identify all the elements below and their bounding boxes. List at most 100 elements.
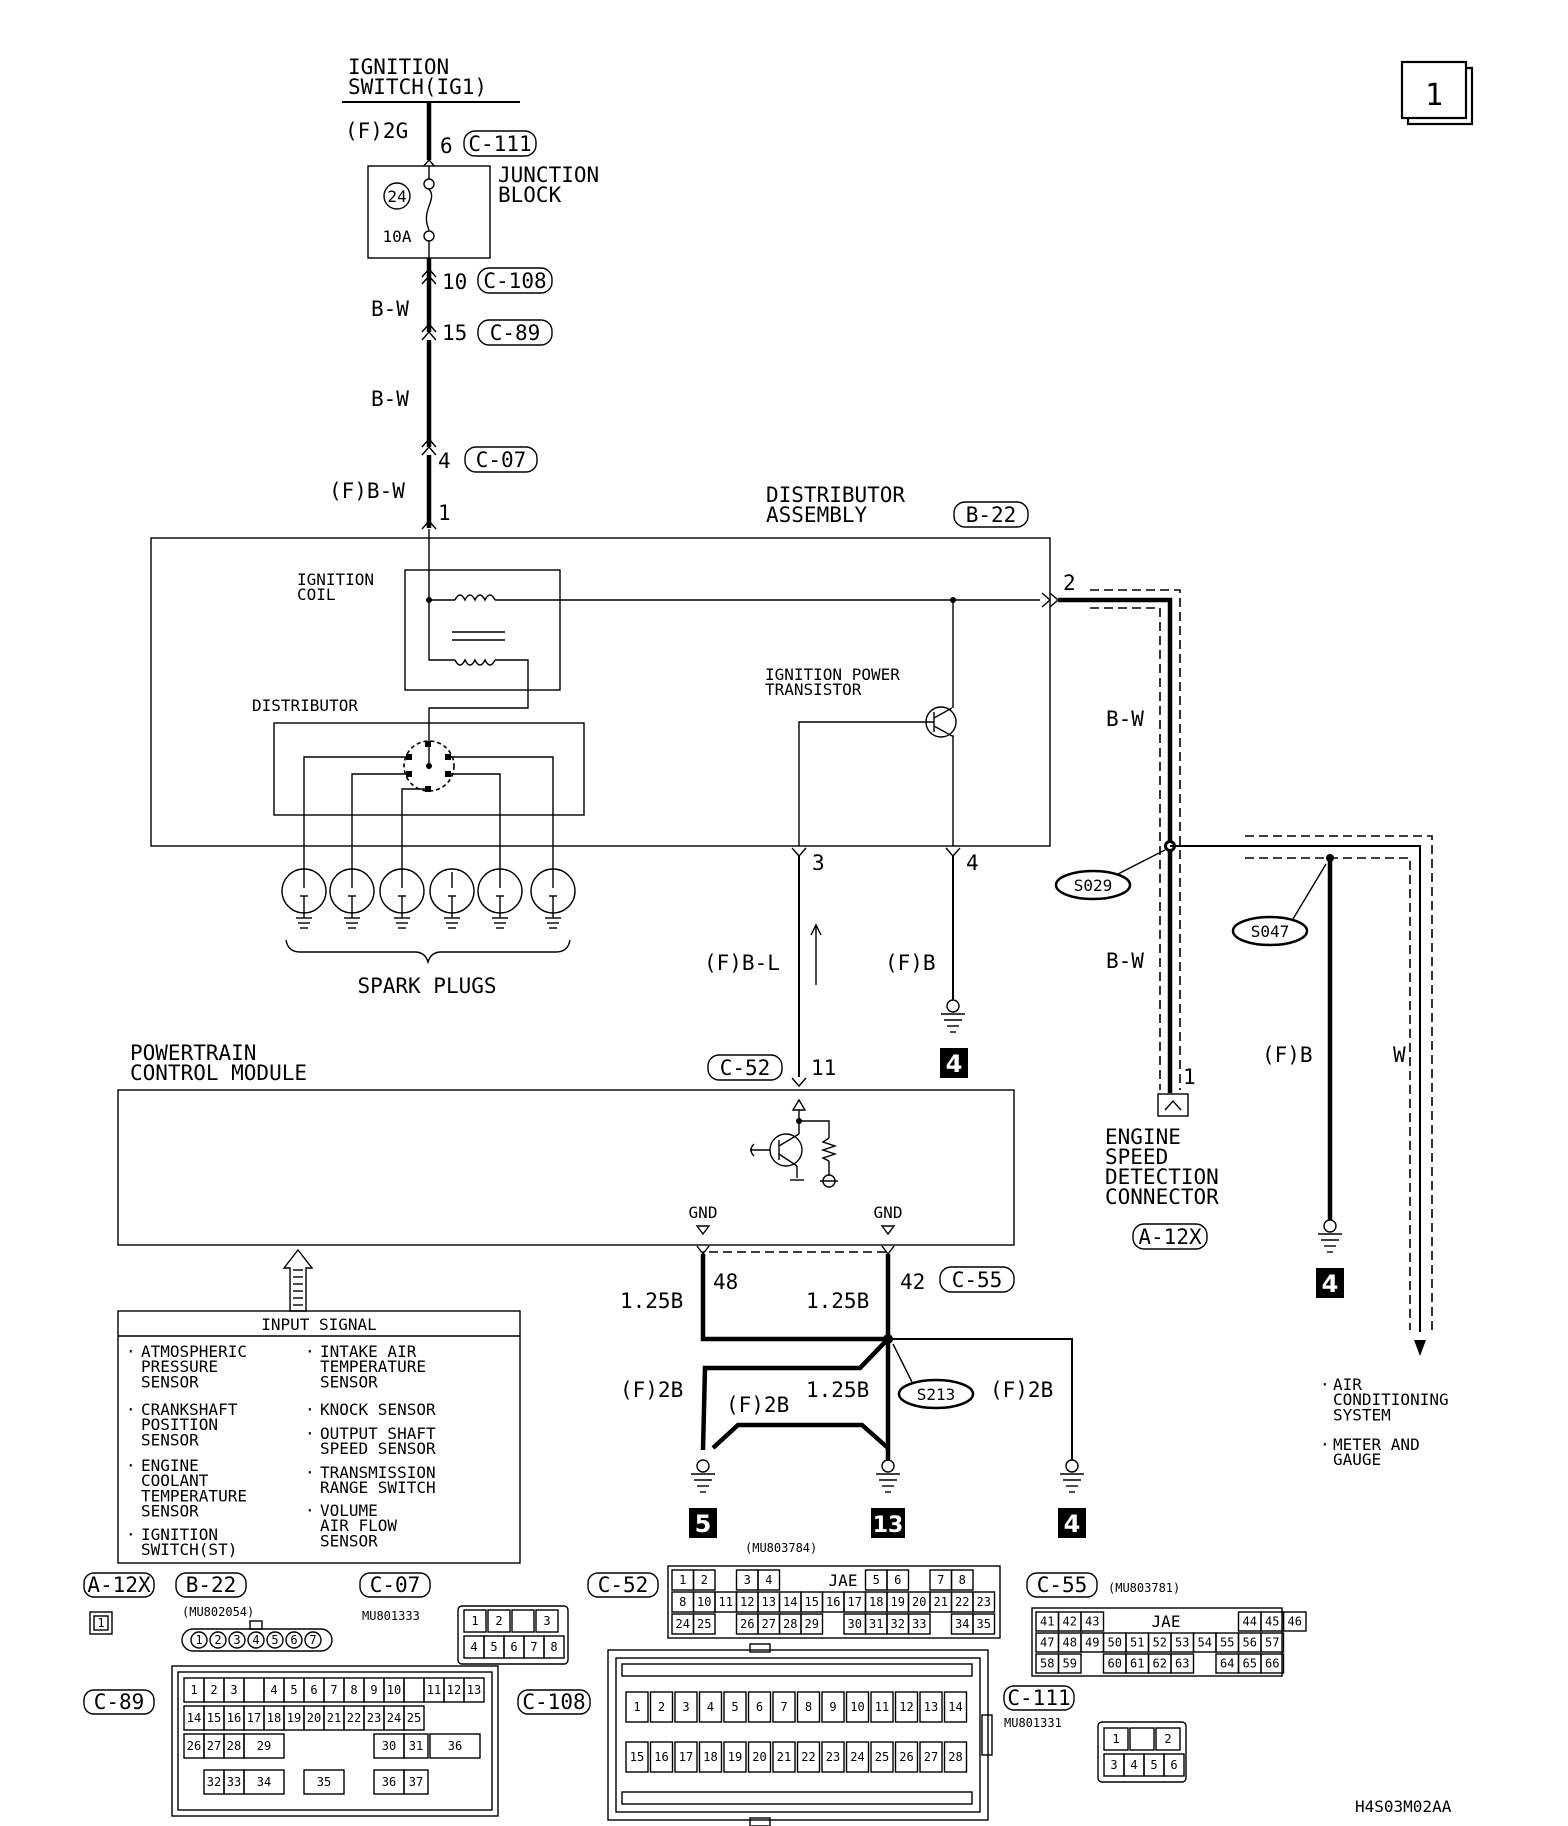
connector-pin: 12 — [443, 1677, 465, 1703]
svg-text:13: 13 — [924, 1700, 938, 1714]
connector-pin: 7 — [323, 1677, 345, 1703]
svg-text:35: 35 — [977, 1617, 991, 1631]
connector-pin: 35 — [303, 1769, 345, 1795]
spark-plug-4 — [429, 868, 475, 929]
wire-label-125b-48: 1.25B — [620, 1289, 683, 1313]
connector-pin: 2 — [1155, 1727, 1181, 1751]
connector-pin: 28 — [943, 1741, 968, 1773]
svg-text:3: 3 — [543, 1614, 550, 1628]
svg-text:21: 21 — [777, 1750, 791, 1764]
connector-pin: 34 — [243, 1769, 285, 1795]
connector-pin: 33 — [907, 1613, 931, 1635]
svg-text:4: 4 — [470, 1640, 477, 1654]
svg-text:32: 32 — [891, 1617, 905, 1631]
connector-pin: 10 — [845, 1691, 870, 1723]
svg-text:5: 5 — [271, 1633, 278, 1647]
svg-text:28: 28 — [783, 1617, 797, 1631]
svg-text:42: 42 — [1063, 1615, 1077, 1629]
connector-pin: 36 — [373, 1769, 405, 1795]
connector-pin: 26 — [894, 1741, 919, 1773]
connector-tag-c108: C-108 — [477, 267, 553, 294]
connector-pin: 18 — [864, 1591, 888, 1613]
connector-pin: 63 — [1170, 1653, 1195, 1674]
svg-text:2: 2 — [1164, 1732, 1171, 1746]
connector-pin: 48 — [1057, 1632, 1082, 1653]
pin-11: 11 — [811, 1056, 836, 1080]
svg-text:27: 27 — [207, 1739, 221, 1753]
svg-text:4: 4 — [1130, 1758, 1137, 1772]
svg-text:8: 8 — [805, 1700, 812, 1714]
connector-pin: 31 — [864, 1613, 888, 1635]
svg-text:S047: S047 — [1251, 922, 1290, 941]
connector-pin: 15 — [203, 1705, 225, 1731]
connector-pin: 6 — [1163, 1753, 1185, 1777]
ground-badge-4b: 4 — [1316, 1268, 1344, 1298]
svg-text:20: 20 — [912, 1595, 926, 1609]
wire-label-bw-out-1: B-W — [1106, 707, 1144, 731]
spark-plugs-brace — [285, 939, 571, 965]
svg-text:53: 53 — [1175, 1636, 1189, 1650]
svg-text:1: 1 — [679, 1573, 686, 1587]
wire-label-bw-1: B-W — [371, 297, 409, 321]
c52-maker: JAE — [829, 1571, 858, 1590]
svg-text:·: · — [305, 1424, 315, 1443]
connector-pin: 32 — [203, 1769, 225, 1795]
wire-label-f2b-mid: (F)2B — [726, 1393, 789, 1417]
connector-pin: 1 — [183, 1677, 205, 1703]
svg-text:34: 34 — [257, 1775, 271, 1789]
connector-pin: 57 — [1260, 1632, 1285, 1653]
svg-text:30: 30 — [848, 1617, 862, 1631]
wire-label-f-b-transistor: (F)B — [885, 951, 936, 975]
svg-text:13: 13 — [467, 1683, 481, 1697]
connector-pin: 55 — [1215, 1632, 1240, 1653]
splice-s029: S029 — [1054, 849, 1166, 901]
svg-text:23: 23 — [977, 1595, 991, 1609]
connector-pin: 5 — [864, 1569, 888, 1591]
svg-text:3: 3 — [230, 1683, 237, 1697]
connector-pin: 19 — [283, 1705, 305, 1731]
svg-text:7: 7 — [937, 1573, 944, 1587]
connector-pin: 11 — [423, 1677, 445, 1703]
connector-pin: 47 — [1035, 1632, 1060, 1653]
connector-pin: 11 — [870, 1691, 894, 1723]
ground-symbol-4c — [1060, 1459, 1084, 1493]
connector-pin: 27 — [757, 1613, 781, 1635]
svg-text:17: 17 — [848, 1595, 862, 1609]
svg-text:21: 21 — [934, 1595, 948, 1609]
connector-tag-c111: C-111 — [463, 130, 537, 157]
svg-text:5: 5 — [731, 1700, 738, 1714]
wire-label-bw-2: B-W — [371, 387, 409, 411]
input-arrow — [282, 1248, 314, 1312]
connector-pin: 27 — [919, 1741, 943, 1773]
connector-pin: 8 — [671, 1591, 695, 1613]
svg-text:19: 19 — [728, 1750, 742, 1764]
svg-text:(MU803784): (MU803784) — [745, 1541, 817, 1555]
distributor-leads — [303, 756, 554, 872]
svg-text:11: 11 — [875, 1700, 889, 1714]
ground-symbol-s047 — [1318, 1219, 1342, 1253]
diagram-code: H4S03M02AA — [1355, 1797, 1452, 1816]
svg-text:50: 50 — [1108, 1636, 1122, 1650]
svg-text:12: 12 — [740, 1595, 754, 1609]
svg-text:29: 29 — [805, 1617, 819, 1631]
wire-f2b-right — [888, 1338, 1073, 1460]
svg-text:INPUT SIGNAL: INPUT SIGNAL — [261, 1315, 377, 1334]
connector-pin: 59 — [1057, 1653, 1082, 1674]
pin-4: 4 — [438, 449, 451, 473]
svg-text:16: 16 — [227, 1711, 241, 1725]
svg-text:·: · — [126, 1525, 136, 1544]
svg-text:28: 28 — [227, 1739, 241, 1753]
svg-text:·: · — [305, 1400, 315, 1419]
svg-text:1: 1 — [195, 1633, 202, 1647]
gnd-right-label: GND — [874, 1203, 903, 1222]
svg-text:47: 47 — [1040, 1636, 1054, 1650]
svg-text:A-12X: A-12X — [87, 1573, 151, 1597]
svg-text:30: 30 — [382, 1739, 396, 1753]
connector-pin: 58 — [1035, 1653, 1060, 1674]
svg-text:C-108: C-108 — [483, 269, 546, 293]
connector-pin: 25 — [692, 1613, 716, 1635]
wire-label-bw-out-2: B-W — [1106, 949, 1144, 973]
